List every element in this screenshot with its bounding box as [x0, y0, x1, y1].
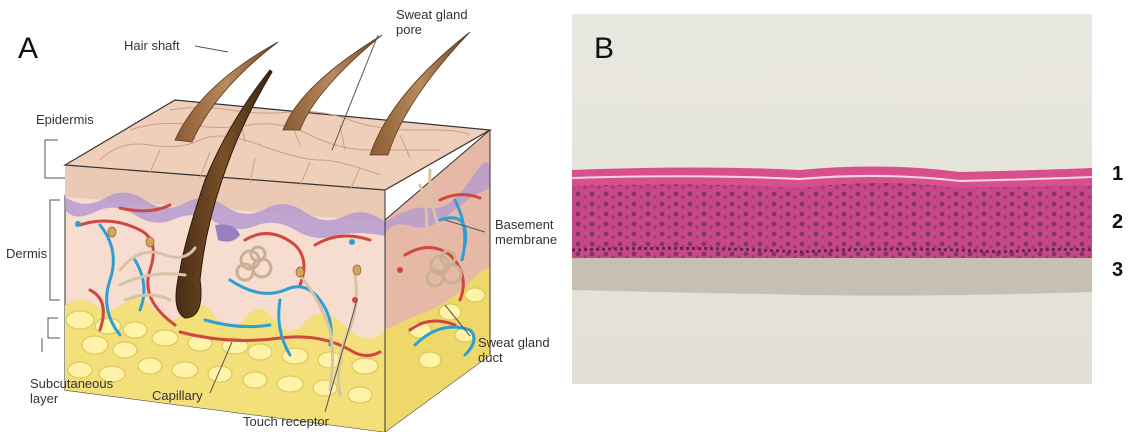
label-subcutaneous-line2: layer	[30, 391, 58, 406]
panel-b-letter: B	[594, 32, 614, 66]
label-sweat-gland-duct-line2: duct	[478, 350, 503, 365]
label-subcutaneous-line1: Subcutaneous	[30, 376, 113, 391]
label-capillary: Capillary	[152, 388, 203, 403]
histology-micrograph	[572, 14, 1092, 384]
layer-number-3: 3	[1112, 259, 1123, 282]
label-sweat-gland-pore-line1: Sweat gland	[396, 7, 468, 22]
histology-layer-2-band	[572, 179, 1092, 258]
layer-number-2: 2	[1112, 211, 1123, 234]
label-sweat-gland-pore-line2: pore	[396, 22, 422, 37]
label-dermis: Dermis	[6, 246, 47, 261]
label-epidermis: Epidermis	[36, 112, 94, 127]
label-basement-membrane-line1: Basement	[495, 217, 554, 232]
layer-number-1: 1	[1112, 163, 1123, 186]
skin-block-illustration	[65, 32, 490, 432]
label-basement-membrane-line2: membrane	[495, 232, 557, 247]
label-touch-receptor: Touch receptor	[243, 414, 329, 429]
panel-a-letter: A	[18, 32, 38, 66]
histology-layer-3-band	[572, 256, 1092, 296]
label-sweat-gland-duct-line1: Sweat gland	[478, 335, 550, 350]
label-hair-shaft: Hair shaft	[124, 38, 180, 53]
